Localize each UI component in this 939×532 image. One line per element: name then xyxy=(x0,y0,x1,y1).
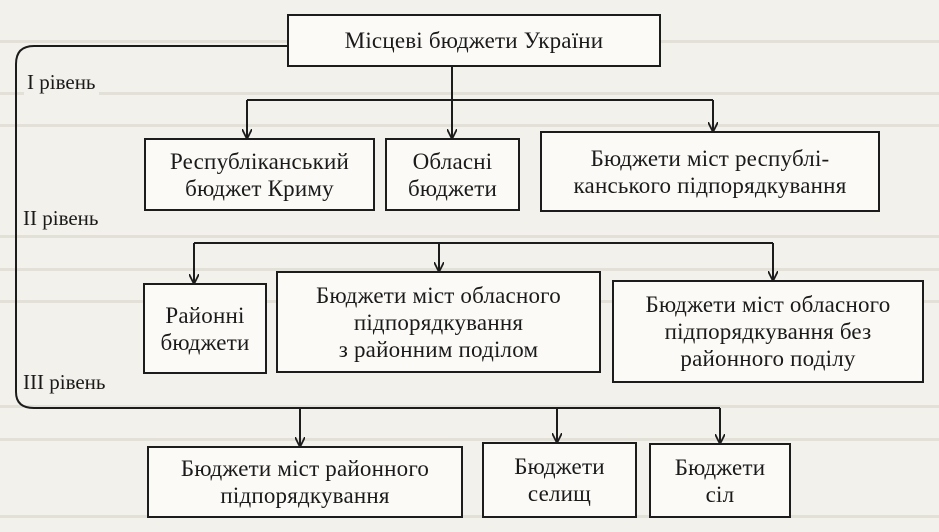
district-budgets-box: Районні бюджети xyxy=(143,283,267,374)
republican-cities-label: Бюджети міст республі- канського підпоря… xyxy=(573,145,847,198)
crimea-budget-box: Республіканський бюджет Криму xyxy=(144,138,375,211)
villages-box: Бюджети сіл xyxy=(649,443,791,518)
outer-bracket xyxy=(15,45,720,409)
level-2-label: II рівень xyxy=(20,206,102,231)
oblast-budgets-label: Обласні бюджети xyxy=(408,148,497,201)
oblast-cities-with-districts-label: Бюджети міст обласного підпорядкування з… xyxy=(316,282,561,362)
district-cities-label: Бюджети міст районного підпорядкування xyxy=(180,456,430,508)
oblast-cities-with-districts-box: Бюджети міст обласного підпорядкування з… xyxy=(276,271,601,373)
settlements-label: Бюджети селищ xyxy=(514,454,605,506)
oblast-cities-without-districts-label: Бюджети міст обласного підпорядкування б… xyxy=(645,292,891,371)
villages-label: Бюджети сіл xyxy=(674,454,766,507)
district-cities-box: Бюджети міст районного підпорядкування xyxy=(147,446,463,518)
settlements-box: Бюджети селищ xyxy=(482,442,637,518)
root-label: Місцеві бюджети України xyxy=(344,28,604,53)
district-budgets-label: Районні бюджети xyxy=(160,302,250,355)
level-3-label: III рівень xyxy=(20,370,109,395)
root-box: Місцеві бюджети України xyxy=(287,14,661,67)
oblast-budgets-box: Обласні бюджети xyxy=(385,138,520,211)
level-1-label: I рівень xyxy=(24,70,99,95)
crimea-budget-label: Республіканський бюджет Криму xyxy=(169,148,349,201)
oblast-cities-without-districts-box: Бюджети міст обласного підпорядкування б… xyxy=(612,280,924,383)
republican-cities-box: Бюджети міст республі- канського підпоря… xyxy=(540,131,880,212)
